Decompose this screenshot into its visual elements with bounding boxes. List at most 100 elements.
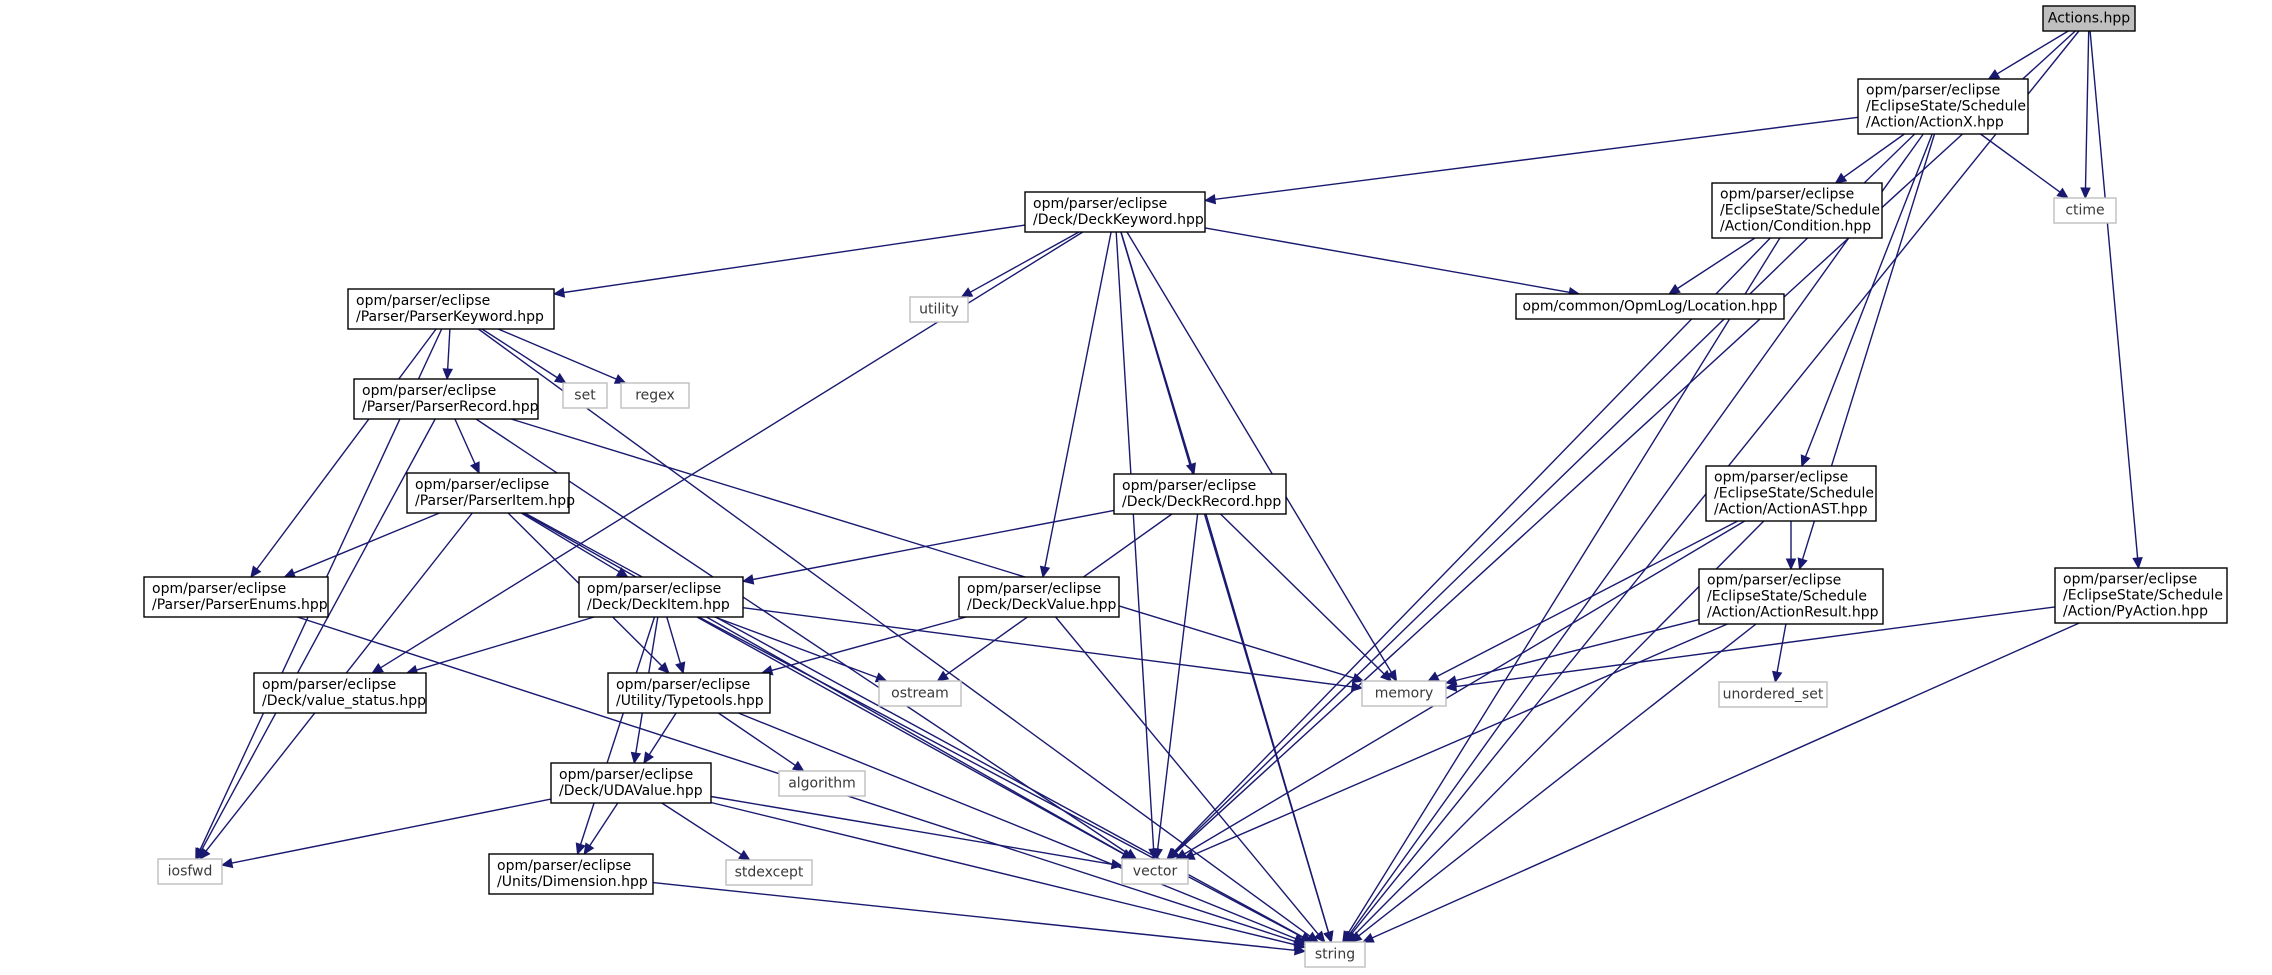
node-label-line: /Action/ActionResult.hpp [1707, 605, 1879, 621]
node-ctime: ctime [2053, 197, 2117, 224]
node-label-line: algorithm [788, 776, 856, 792]
node-condition[interactable]: opm/parser/eclipse/EclipseState/Schedule… [1711, 182, 1883, 239]
node-unordered_set: unordered_set [1718, 681, 1828, 708]
node-label-line: /Action/PyAction.hpp [2063, 604, 2208, 620]
node-label-line: Actions.hpp [2048, 11, 2130, 27]
edge-actions-to-pyaction [2089, 30, 2143, 570]
node-label-line: opm/parser/eclipse [362, 383, 496, 399]
edge-parserkeyword-to-parserrecord [442, 328, 454, 381]
node-stdexcept: stdexcept [725, 859, 813, 886]
node-label-line: /Deck/UDAValue.hpp [559, 783, 703, 799]
edge-actions-to-ctime [2080, 30, 2091, 200]
edge-actionx-to-ctime [1980, 133, 2069, 199]
node-label-line: ostream [891, 686, 949, 702]
node-label-line: /EclipseState/Schedule [1866, 99, 2026, 115]
edge-condition-to-location [1668, 237, 1756, 295]
edge-actionast-to-actionresult [1785, 521, 1797, 571]
node-actionresult[interactable]: opm/parser/eclipse/EclipseState/Schedule… [1698, 568, 1884, 625]
node-label-line: opm/common/OpmLog/Location.hpp [1522, 299, 1777, 315]
node-label-line: /EclipseState/Schedule [1707, 589, 1867, 605]
edge-deckkeyword-to-utility [960, 231, 1080, 298]
node-label-line: ctime [2065, 203, 2104, 219]
edge-deckitem-to-vector [696, 616, 1134, 860]
edge-parserkeyword-to-set [481, 328, 567, 384]
node-parserenums[interactable]: opm/parser/eclipse/Parser/ParserEnums.hp… [143, 576, 329, 618]
node-label-line: utility [919, 302, 959, 318]
edge-actionx-to-condition [1834, 133, 1905, 184]
node-label-line: /Parser/ParserItem.hpp [415, 493, 575, 509]
node-pyaction[interactable]: opm/parser/eclipse/EclipseState/Schedule… [2054, 567, 2228, 624]
edge-condition-to-vector [1166, 237, 1771, 860]
edge-deckitem-to-dimension [575, 616, 656, 856]
node-label-line: /EclipseState/Schedule [2063, 588, 2223, 604]
edge-udavalue-to-dimension [583, 802, 619, 856]
edge-actionx-to-actionast [1800, 133, 1933, 468]
node-deckkeyword[interactable]: opm/parser/eclipse/Deck/DeckKeyword.hpp [1024, 191, 1206, 233]
node-label-line: opm/parser/eclipse [1707, 573, 1841, 589]
edge-deckkeyword-to-vector [1115, 231, 1159, 861]
node-utility: utility [909, 296, 969, 323]
node-label-line: /Action/ActionX.hpp [1866, 115, 2004, 131]
node-label-line: /Deck/DeckItem.hpp [587, 597, 730, 613]
node-label-line: /EclipseState/Schedule [1720, 203, 1880, 219]
node-label-line: opm/parser/eclipse [1720, 187, 1854, 203]
node-label-line: opm/parser/eclipse [1714, 470, 1848, 486]
node-deckitem[interactable]: opm/parser/eclipse/Deck/DeckItem.hpp [578, 576, 744, 618]
edge-actions-to-vector [1167, 30, 2076, 860]
edge-condition-to-string [1342, 237, 1781, 944]
edge-deckitem-to-ostream [714, 616, 888, 683]
edge-actionresult-to-string [1349, 623, 1757, 943]
edge-parserrecord-to-iosfwd [196, 418, 436, 861]
node-label-line: opm/parser/eclipse [967, 581, 1101, 597]
node-label-line: /Utility/Typetools.hpp [616, 693, 764, 709]
node-deckrecord[interactable]: opm/parser/eclipse/Deck/DeckRecord.hpp [1113, 473, 1287, 515]
edge-actionresult-to-vector [1182, 623, 1728, 860]
node-label-line: opm/parser/eclipse [1033, 196, 1167, 212]
node-label-line: opm/parser/eclipse [152, 581, 286, 597]
edge-actionresult-to-unordered_set [1772, 623, 1787, 684]
node-parseritem[interactable]: opm/parser/eclipse/Parser/ParserItem.hpp [406, 472, 575, 514]
node-label-line: /Deck/DeckRecord.hpp [1122, 494, 1281, 510]
edge-parserrecord-to-parseritem [454, 418, 480, 475]
node-regex: regex [620, 382, 690, 409]
node-actionx[interactable]: opm/parser/eclipse/EclipseState/Schedule… [1857, 78, 2029, 135]
edge-pyaction-to-memory [1444, 606, 2056, 692]
edge-parserkeyword-to-regex [497, 328, 627, 384]
node-typetools[interactable]: opm/parser/eclipse/Utility/Typetools.hpp [607, 672, 771, 714]
node-dimension[interactable]: opm/parser/eclipse/Units/Dimension.hpp [488, 853, 654, 895]
edge-udavalue-to-iosfwd [220, 798, 552, 869]
node-label-line: opm/parser/eclipse [356, 293, 490, 309]
node-label-line: /Deck/value_status.hpp [262, 693, 426, 709]
node-label-line: opm/parser/eclipse [587, 581, 721, 597]
node-actions: Actions.hpp [2042, 5, 2136, 32]
edge-deckitem-to-typetools [666, 616, 686, 675]
edge-typetools-to-algorithm [718, 712, 805, 772]
edge-actionx-to-deckkeyword [1203, 116, 1859, 205]
node-udavalue[interactable]: opm/parser/eclipse/Deck/UDAValue.hpp [550, 762, 712, 804]
edge-parserkeyword-to-parserenums [250, 328, 437, 578]
edge-dimension-to-string [652, 881, 1307, 956]
node-location[interactable]: opm/common/OpmLog/Location.hpp [1515, 293, 1785, 320]
node-parserrecord[interactable]: opm/parser/eclipse/Parser/ParserRecord.h… [353, 378, 539, 420]
node-deckvalue[interactable]: opm/parser/eclipse/Deck/DeckValue.hpp [958, 576, 1120, 618]
edge-deckkeyword-to-memory [1126, 231, 1398, 683]
node-parserkeyword[interactable]: opm/parser/eclipse/Parser/ParserKeyword.… [347, 288, 555, 330]
edge-actionast-to-memory [1427, 520, 1739, 682]
node-label-line: opm/parser/eclipse [1866, 83, 2000, 99]
node-label-line: /Action/Condition.hpp [1720, 219, 1871, 235]
node-string: string [1304, 941, 1366, 968]
node-label-line: opm/parser/eclipse [262, 677, 396, 693]
edge-deckkeyword-to-deckvalue [1039, 231, 1112, 579]
node-label-line: /Parser/ParserRecord.hpp [362, 399, 539, 415]
node-valuestatus[interactable]: opm/parser/eclipse/Deck/value_status.hpp [253, 672, 427, 714]
node-actionast[interactable]: opm/parser/eclipse/EclipseState/Schedule… [1705, 465, 1877, 522]
node-label-line: opm/parser/eclipse [1122, 478, 1256, 494]
node-algorithm: algorithm [778, 770, 866, 797]
node-label-line: set [574, 388, 596, 404]
edge-typetools-to-udavalue [643, 712, 677, 765]
edge-deckrecord-to-string [1205, 513, 1334, 944]
node-iosfwd: iosfwd [157, 858, 223, 885]
edge-deckvalue-to-string [1055, 616, 1326, 943]
edge-deckitem-to-memory [742, 607, 1364, 692]
